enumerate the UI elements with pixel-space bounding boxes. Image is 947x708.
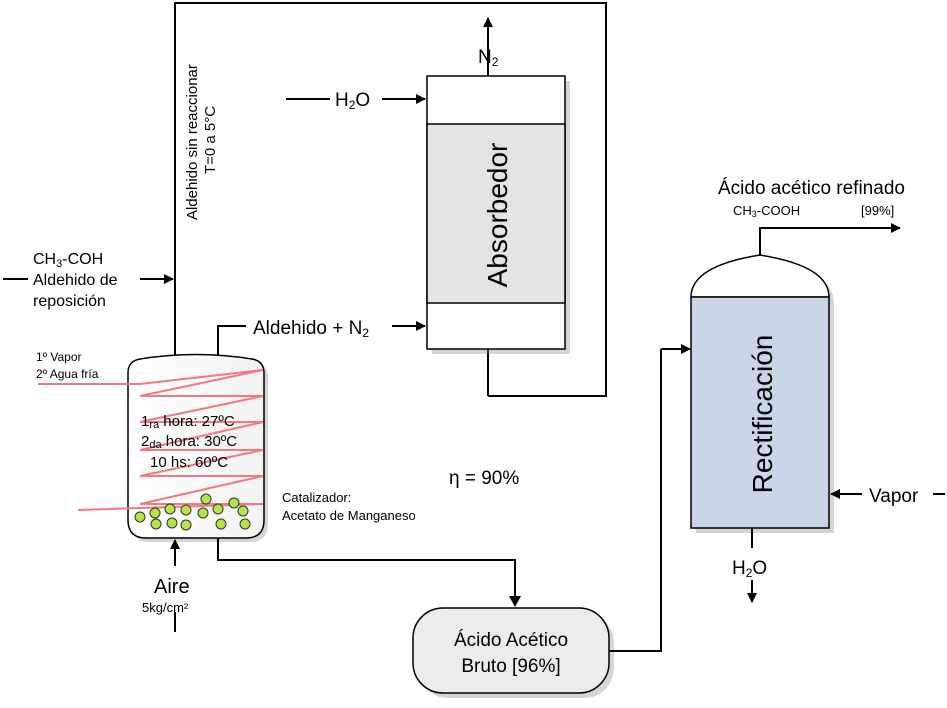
svg-text:reposición: reposición	[33, 293, 106, 310]
refined-title: Ácido acético refinado	[718, 178, 905, 199]
stage2-label: 2da hora: 30ºC	[141, 433, 237, 451]
stage3-label: 10 hs: 60ºC	[150, 454, 228, 471]
stage1-label: 1ra hora: 27ºC	[141, 413, 235, 431]
heating-coil	[38, 369, 264, 511]
gas-outlet-line	[217, 325, 246, 355]
svg-text:Aldehido de: Aldehido de	[33, 272, 118, 289]
refined-outlet-line	[759, 227, 885, 255]
rectification-column: Rectificación	[690, 254, 834, 533]
recycle-line	[174, 2, 607, 397]
catalyst-label-1: Catalizador:	[282, 490, 351, 505]
catalyst-label-2: Acetato de Manganeso	[282, 508, 416, 523]
refined-purity: [99%]	[861, 203, 894, 218]
coil-label-2: 2º Agua fría	[36, 367, 99, 381]
n2-top-label: N2	[478, 47, 499, 69]
svg-text:CH3-COH: CH3-COH	[33, 251, 103, 270]
crude-product-arrowhead	[509, 596, 521, 607]
crude-to-rectifier-line	[609, 349, 662, 652]
h2o-inlet-label: H2O	[335, 90, 370, 112]
efficiency-label: η = 90%	[449, 468, 519, 489]
recycle-label: Aldehido sin reaccionar T=0 a 5°C	[184, 60, 219, 220]
crude-product-line	[217, 538, 516, 598]
rectifier-body	[690, 296, 830, 529]
makeup-label: CH3-COH Aldehido de reposición	[28, 246, 140, 316]
air-pressure-label: 5kg/cm²	[142, 600, 189, 615]
refined-formula: CH3-COOH	[733, 203, 800, 219]
absorber-label: Absorbedor	[482, 143, 513, 288]
catalyst-particles	[134, 493, 251, 531]
h2o-bottom-label: H2O	[732, 558, 767, 580]
crude-label-1: Ácido Acético	[454, 630, 568, 651]
rectification-label: Rectificación	[747, 335, 778, 494]
crude-acid-tank: Ácido Acético Bruto [96%]	[412, 607, 614, 698]
air-label: Aire	[154, 576, 190, 598]
coil-label-1: 1º Vapor	[36, 350, 82, 364]
absorber-packing	[426, 123, 566, 304]
absorber-column: Absorbedor	[426, 75, 570, 354]
crude-label-2: Bruto [96%]	[461, 656, 560, 677]
vapor-label: Vapor	[869, 486, 919, 507]
gas-outlet-label: Aldehido + N2	[253, 318, 369, 340]
